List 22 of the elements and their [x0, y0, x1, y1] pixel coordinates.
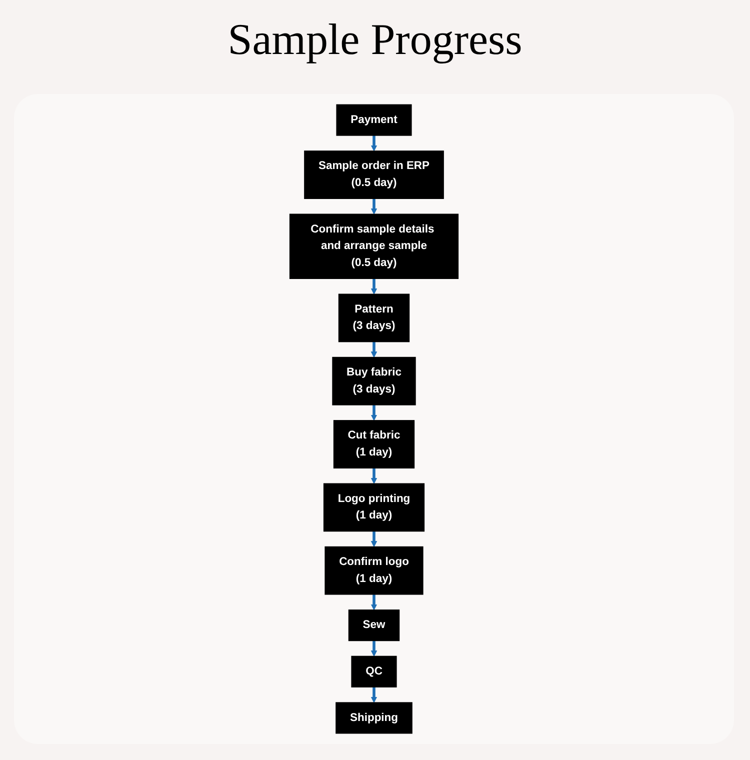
title: Sample Progress [226, 14, 524, 65]
arrow [370, 278, 378, 294]
arrow [370, 135, 378, 152]
node-box: Confirm logo (1 day) [324, 546, 424, 595]
node-box: Sample order in ERP (0.5 day) [304, 150, 444, 199]
arrow [370, 594, 378, 610]
arrow [370, 404, 378, 421]
arrow [370, 640, 378, 656]
node-box: QC [351, 656, 397, 688]
node-box: Sew [348, 610, 400, 642]
node-box: Cut fabric (1 day) [333, 420, 415, 468]
node-box: Payment [336, 104, 412, 136]
arrow [370, 686, 378, 703]
node-box: Pattern (3 days) [338, 294, 410, 342]
node-box: Shipping [336, 702, 412, 734]
arrow [370, 531, 378, 547]
node-box: Confirm sample details and arrange sample (0.5 day) [289, 214, 459, 279]
node-box: Logo printing (1 day) [323, 483, 425, 532]
arrow [370, 198, 378, 214]
arrow [370, 342, 378, 358]
arrow [370, 468, 378, 484]
node-box: Buy fabric (3 days) [332, 356, 416, 406]
